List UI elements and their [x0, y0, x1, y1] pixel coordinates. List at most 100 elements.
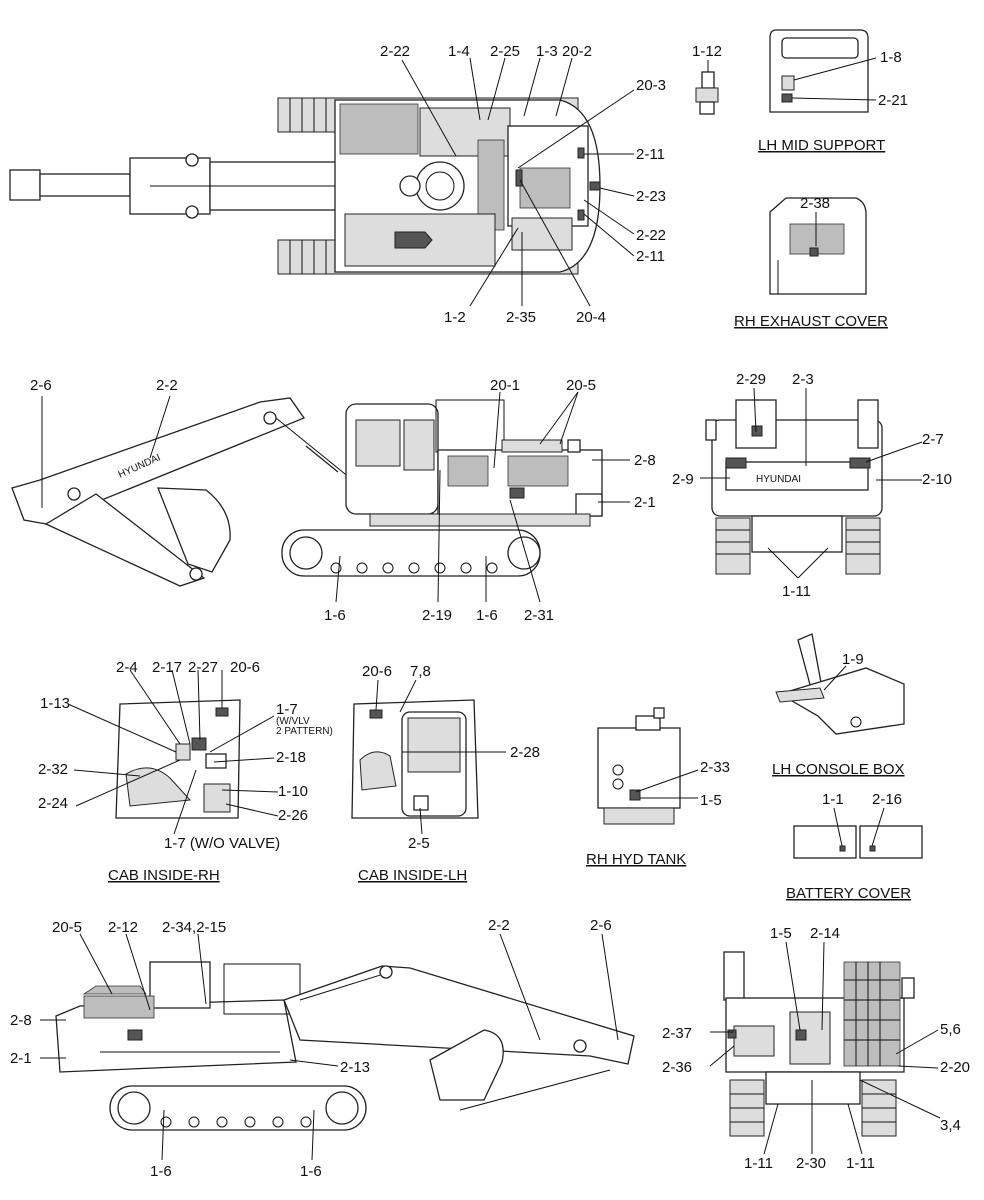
caption-rh-hyd-tank: RH HYD TANK	[586, 851, 686, 868]
caption-lh-console-box: LH CONSOLE BOX	[772, 761, 905, 778]
label-top-20-3: 20-3	[636, 77, 666, 94]
label-1-12: 1-12	[692, 43, 722, 60]
label-side-2-1: 2-1	[634, 494, 656, 511]
label-bot-2-34-2-15: 2-34,2-15	[162, 919, 226, 936]
caption-lh-mid-support: LH MID SUPPORT	[758, 137, 885, 154]
label-cabr-20-6: 20-6	[230, 659, 260, 676]
rear-brand: HYUNDAI	[756, 474, 801, 485]
label-bot-20-5: 20-5	[52, 919, 82, 936]
label-cabr-2-27: 2-27	[188, 659, 218, 676]
label-top-2-23: 2-23	[636, 188, 666, 205]
label-fr-5-6: 5,6	[940, 1021, 961, 1038]
console-callout-line	[823, 665, 847, 691]
label-cabl-7-8: 7,8	[410, 663, 431, 680]
label-tank-2-33: 2-33	[700, 759, 730, 776]
label-bot-2-2: 2-2	[488, 917, 510, 934]
label-top-1-4: 1-4	[448, 43, 470, 60]
label-1-8: 1-8	[880, 49, 902, 66]
label-fr-1-11-a: 1-11	[744, 1155, 773, 1172]
label-bat-1-1: 1-1	[822, 791, 844, 808]
label-bot-2-1: 2-1	[10, 1050, 32, 1067]
caption-battery-cover: BATTERY COVER	[786, 885, 911, 902]
label-con-1-9: 1-9	[842, 651, 864, 668]
label-bot-2-8: 2-8	[10, 1012, 32, 1029]
label-fr-2-30: 2-30	[796, 1155, 826, 1172]
cab-inside-lh-callout-lines	[375, 679, 506, 835]
rh-hyd-tank-view	[597, 707, 681, 825]
label-cabr-2-4: 2-4	[116, 659, 138, 676]
rh-hyd-tank-callout-lines	[635, 769, 699, 799]
label-fr-2-14: 2-14	[810, 925, 840, 942]
label-top-2-25: 2-25	[490, 43, 520, 60]
label-side-20-1: 20-1	[490, 377, 520, 394]
label-side-2-6: 2-6	[30, 377, 52, 394]
part-1-12-sensor	[695, 60, 719, 115]
label-cabr-1-10: 1-10	[278, 783, 308, 800]
label-top-2-22-b: 2-22	[636, 227, 666, 244]
label-side-2-8: 2-8	[634, 452, 656, 469]
side-view-excavator: HYUNDAI	[11, 397, 603, 587]
label-bat-2-16: 2-16	[872, 791, 902, 808]
label-cabr-1-7-wo: 1-7 (W/O VALVE)	[164, 835, 280, 852]
label-rear-2-7: 2-7	[922, 431, 944, 448]
top-view-excavator	[9, 97, 601, 275]
cab-inside-lh-view	[351, 699, 479, 819]
rh-exhaust-cover-panel	[769, 197, 867, 295]
battery-cover-view	[793, 825, 923, 859]
top-view-callout-lines	[401, 57, 635, 307]
label-side-1-6-b: 1-6	[476, 607, 498, 624]
label-bot-1-6-b: 1-6	[300, 1163, 322, 1180]
front-view-callout-lines	[709, 941, 941, 1155]
label-2-21: 2-21	[878, 92, 908, 109]
label-cabr-1-13: 1-13	[40, 695, 70, 712]
label-cabl-20-6: 20-6	[362, 663, 392, 680]
label-tank-1-5: 1-5	[700, 792, 722, 809]
cab-inside-rh-callout-lines	[67, 669, 279, 835]
label-bot-1-6-a: 1-6	[150, 1163, 172, 1180]
lh-console-box-view	[775, 633, 905, 735]
label-side-1-6-a: 1-6	[324, 607, 346, 624]
caption-rh-exhaust-cover: RH EXHAUST COVER	[734, 313, 888, 330]
battery-cover-callout-lines	[833, 807, 885, 847]
lh-mid-support-panel	[769, 29, 877, 113]
bottom-side-callout-lines	[40, 933, 619, 1161]
front-view-excavator	[723, 951, 915, 1137]
label-rear-1-11: 1-11	[782, 583, 811, 600]
label-cabr-wvlv-2: 2 PATTERN)	[276, 726, 333, 737]
label-cabr-2-17: 2-17	[152, 659, 182, 676]
label-side-2-19: 2-19	[422, 607, 452, 624]
label-cabl-2-5: 2-5	[408, 835, 430, 852]
label-cabr-2-18: 2-18	[276, 749, 306, 766]
label-top-20-4: 20-4	[576, 309, 606, 326]
side-view-callout-lines	[41, 391, 630, 603]
label-rear-2-10: 2-10	[922, 471, 952, 488]
rear-view-callout-lines	[700, 387, 923, 579]
label-top-2-11-b: 2-11	[636, 248, 665, 265]
label-bot-2-13: 2-13	[340, 1059, 370, 1076]
label-cabr-2-32: 2-32	[38, 761, 68, 778]
cab-inside-rh-view	[115, 699, 241, 819]
rear-view-excavator: HYUNDAI	[705, 399, 883, 575]
label-top-2-35: 2-35	[506, 309, 536, 326]
label-top-2-22: 2-22	[380, 43, 410, 60]
label-rear-2-29: 2-29	[736, 371, 766, 388]
label-rear-2-9: 2-9	[672, 471, 694, 488]
bottom-side-view-excavator	[55, 961, 635, 1131]
label-fr-1-11-b: 1-11	[846, 1155, 875, 1172]
label-rear-2-3: 2-3	[792, 371, 814, 388]
label-2-38: 2-38	[800, 195, 830, 212]
label-top-20-2: 20-2	[562, 43, 592, 60]
caption-cab-inside-lh: CAB INSIDE-LH	[358, 867, 467, 884]
label-bot-2-6: 2-6	[590, 917, 612, 934]
label-top-1-3: 1-3	[536, 43, 558, 60]
label-top-1-2: 1-2	[444, 309, 466, 326]
label-cabr-2-24: 2-24	[38, 795, 68, 812]
label-fr-2-20: 2-20	[940, 1059, 970, 1076]
label-fr-3-4: 3,4	[940, 1117, 961, 1134]
label-cabr-wvlv-1: (W/VLV	[276, 716, 310, 727]
label-bot-2-12: 2-12	[108, 919, 138, 936]
label-side-2-31: 2-31	[524, 607, 554, 624]
label-fr-2-36: 2-36	[662, 1059, 692, 1076]
label-top-2-11-a: 2-11	[636, 146, 665, 163]
